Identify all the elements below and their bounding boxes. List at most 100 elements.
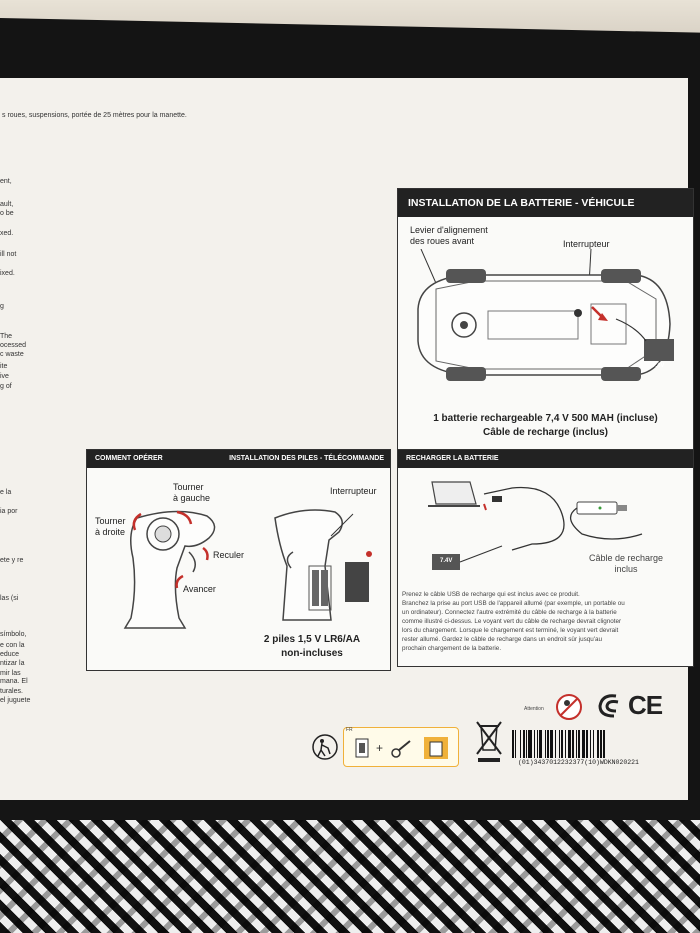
svg-text:+: +: [376, 741, 383, 755]
left-text-fragment: g: [0, 303, 4, 310]
recharge-section: RECHARGER LA BATTERIE 7.4V Câble de rech…: [397, 449, 694, 667]
top-description: s roues, suspensions, portée de 25 mètre…: [2, 112, 187, 119]
barcode-bar: [554, 730, 556, 758]
instruction-line: rester allumé. Gardez le câble de rechar…: [402, 636, 603, 643]
left-text-fragment: ete y re: [0, 557, 24, 564]
left-text-fragment: ive: [0, 373, 9, 380]
left-text-fragment: símbolo,: [0, 631, 27, 638]
barcode-bar: [550, 730, 553, 758]
attention-label: Attention: [524, 706, 544, 712]
remote-battery-caption-2: non-incluses: [281, 648, 343, 659]
barcode-bar: [589, 730, 591, 758]
sorting-pictograms: +: [355, 737, 448, 759]
barcode-bar: [522, 730, 526, 758]
barcode-bar: [575, 730, 577, 758]
barcode-bar: [572, 730, 575, 758]
turn-right-line1: Tourner: [95, 516, 126, 526]
left-text-fragment: c waste: [0, 351, 24, 358]
left-text-fragment: ite: [0, 363, 8, 370]
left-text-fragment: ia por: [0, 508, 18, 515]
remote-section: COMMENT OPÉRER INSTALLATION DES PILES - …: [86, 449, 391, 671]
left-text-fragment: g of: [0, 383, 12, 390]
tidyman-icon: [312, 734, 338, 760]
left-text-fragment: el juguete: [0, 697, 31, 704]
left-text-fragment: educe: [0, 651, 20, 658]
conformity-logo-icon: [598, 694, 619, 718]
barcode-bar: [539, 730, 542, 758]
barcode-bar: [593, 730, 595, 758]
recharge-instructions: Prenez le câble USB de recharge qui est …: [402, 590, 690, 653]
left-text-fragment: o be: [0, 210, 14, 217]
left-text-fragment: mana. El: [0, 678, 28, 685]
patterned-fabric: [0, 820, 700, 933]
vehicle-battery-caption-2: Câble de recharge (inclus): [482, 427, 609, 438]
left-text-fragment: las (si: [0, 595, 19, 602]
barcode-bar: [544, 730, 546, 758]
cable-label-line2: inclus: [614, 564, 638, 574]
left-text-fragment: e la: [0, 489, 12, 496]
vehicle-switch-label: Interrupteur: [563, 239, 610, 249]
barcode-bar: [533, 730, 535, 758]
barcode-bar: [528, 730, 532, 758]
ce-mark: CE: [628, 690, 663, 720]
cable-label-line1: Câble de recharge: [588, 553, 664, 563]
left-text-fragment: xed.: [0, 230, 14, 237]
turn-right-line2: à droite: [95, 527, 126, 537]
vehicle-battery-tag: 7.4V: [652, 363, 665, 369]
barcode-bar: [519, 730, 521, 758]
instruction-line: Prenez le câble USB de recharge qui est …: [402, 591, 580, 598]
triman-tag: FR: [346, 727, 353, 733]
barcode-bar: [512, 730, 515, 758]
remote-control-front-diagram: [123, 510, 216, 629]
turn-left-line1: Tourner: [173, 482, 204, 492]
vehicle-battery-title: INSTALLATION DE LA BATTERIE - VÉHICULE: [398, 189, 693, 217]
lever-label-line1: Levier d'alignement: [410, 225, 488, 235]
left-text-fragment: ault,: [0, 201, 14, 208]
left-text-fragment: mir las: [0, 670, 21, 677]
operate-title: COMMENT OPÉRER: [95, 455, 163, 462]
barcode-bar: [564, 730, 566, 758]
barcode-bar: [602, 730, 606, 758]
weee-bin-icon: [476, 721, 502, 762]
barcode-bar: [537, 730, 539, 758]
remote-battery-caption-1: 2 piles 1,5 V LR6/AA: [263, 634, 361, 645]
remote-control-battery-diagram: [274, 509, 372, 621]
lever-label-line2: des roues avant: [410, 236, 475, 246]
instruction-line: Branchez la prise au port USB de l'appar…: [402, 600, 625, 607]
instruction-line: prochain chargement de la batterie.: [402, 645, 502, 652]
left-text-fragment: ntizar la: [0, 660, 25, 667]
left-text-fragment: ent,: [0, 178, 12, 185]
vehicle-battery-section: INSTALLATION DE LA BATTERIE - VÉHICULE L…: [397, 188, 694, 450]
remote-battery-title: INSTALLATION DES PILES - TÉLÉCOMMANDE: [229, 455, 384, 462]
remote-switch-label: Interrupteur: [330, 486, 377, 496]
left-text-fragment: ixed.: [0, 270, 15, 277]
barcode-bar: [547, 730, 550, 758]
triman-sorting-info: FR +: [343, 727, 459, 767]
barcode-text: (01)3437012232377(10)WDKN020221: [518, 759, 639, 766]
recharge-diagram: [428, 481, 643, 570]
barcode-bar: [597, 730, 599, 758]
barcode-bar: [586, 730, 588, 758]
instruction-line: lors du chargement. Lorsque le chargemen…: [402, 627, 619, 634]
barcode-bars: [512, 730, 668, 758]
barcode-bar: [582, 730, 586, 758]
barcode-bar: [561, 730, 564, 758]
instruction-line: comme illustré ci-dessus. Le voyant vert…: [402, 618, 622, 625]
recharge-battery-tag: 7.4V: [440, 558, 453, 564]
barcode: (01)3437012232377(10)WDKN020221: [512, 730, 668, 770]
instruction-line: un ordinateur). Connectez l'autre extrém…: [402, 609, 617, 616]
barcode-bar: [526, 730, 528, 758]
barcode-bar: [599, 730, 602, 758]
forward-label: Avancer: [183, 584, 216, 594]
left-text-fragment: ocessed: [0, 342, 27, 349]
barcode-bar: [515, 730, 517, 758]
reverse-label: Reculer: [213, 550, 245, 560]
car-chassis-diagram: [417, 249, 674, 381]
left-text-fragment: turales.: [0, 688, 23, 695]
turn-left-line2: à gauche: [173, 493, 211, 503]
no-small-children-icon: [556, 694, 582, 720]
left-text-fragment: ill not: [0, 251, 17, 258]
left-text-fragment: The: [0, 333, 13, 340]
left-text-fragment: e con la: [0, 642, 25, 649]
barcode-bar: [567, 730, 572, 758]
